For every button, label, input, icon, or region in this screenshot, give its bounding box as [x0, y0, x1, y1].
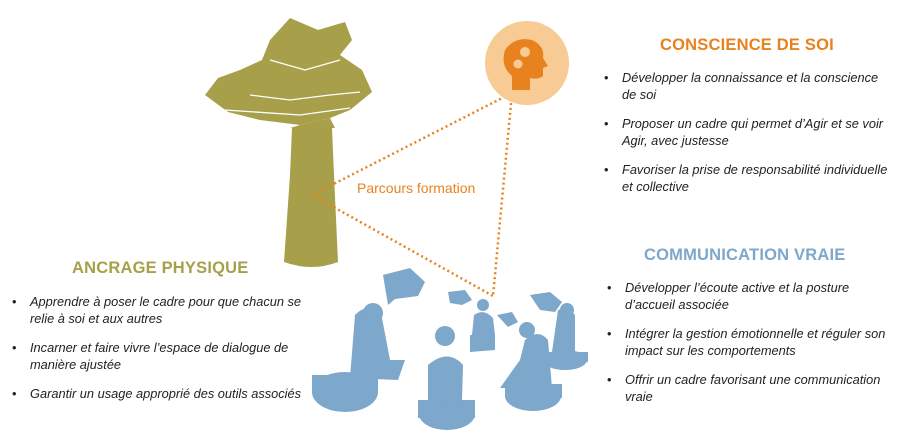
baobab-tree-icon [205, 18, 372, 267]
list-item: •Incarner et faire vivre l’espace de dia… [12, 340, 289, 372]
conscience-section: CONSCIENCE DE SOI •Développer la connais… [604, 36, 894, 207]
list-item: •Apprendre à poser le cadre pour que cha… [12, 294, 302, 326]
tree-branch-lines [224, 59, 361, 116]
list-item: •Garantir un usage approprié des outils … [12, 386, 302, 401]
list-item: •Développer la connaissance et la consci… [604, 70, 879, 102]
head-with-gears-icon [503, 39, 548, 90]
connector-lines [311, 91, 514, 298]
list-item: •Offrir un cadre favorisant une communic… [607, 372, 881, 404]
list-item: •Intégrer la gestion émotionnelle et rég… [607, 326, 886, 358]
conscience-title: CONSCIENCE DE SOI [660, 36, 834, 54]
list-item: •Proposer un cadre qui permet d’Agir et … [604, 116, 884, 148]
communication-section: COMMUNICATION VRAIE •Développer l’écoute… [607, 246, 897, 417]
ancrage-title: ANCRAGE PHYSIQUE [72, 259, 249, 277]
parcours-formation-label: Parcours formation [357, 180, 476, 196]
group-of-people-icon [312, 268, 588, 430]
list-item: •Développer l’écoute active et la postur… [607, 280, 850, 312]
list-item: •Favoriser la prise de responsabilité in… [604, 162, 888, 194]
ancrage-section: ANCRAGE PHYSIQUE •Apprendre à poser le c… [12, 259, 312, 414]
communication-title: COMMUNICATION VRAIE [644, 246, 846, 264]
